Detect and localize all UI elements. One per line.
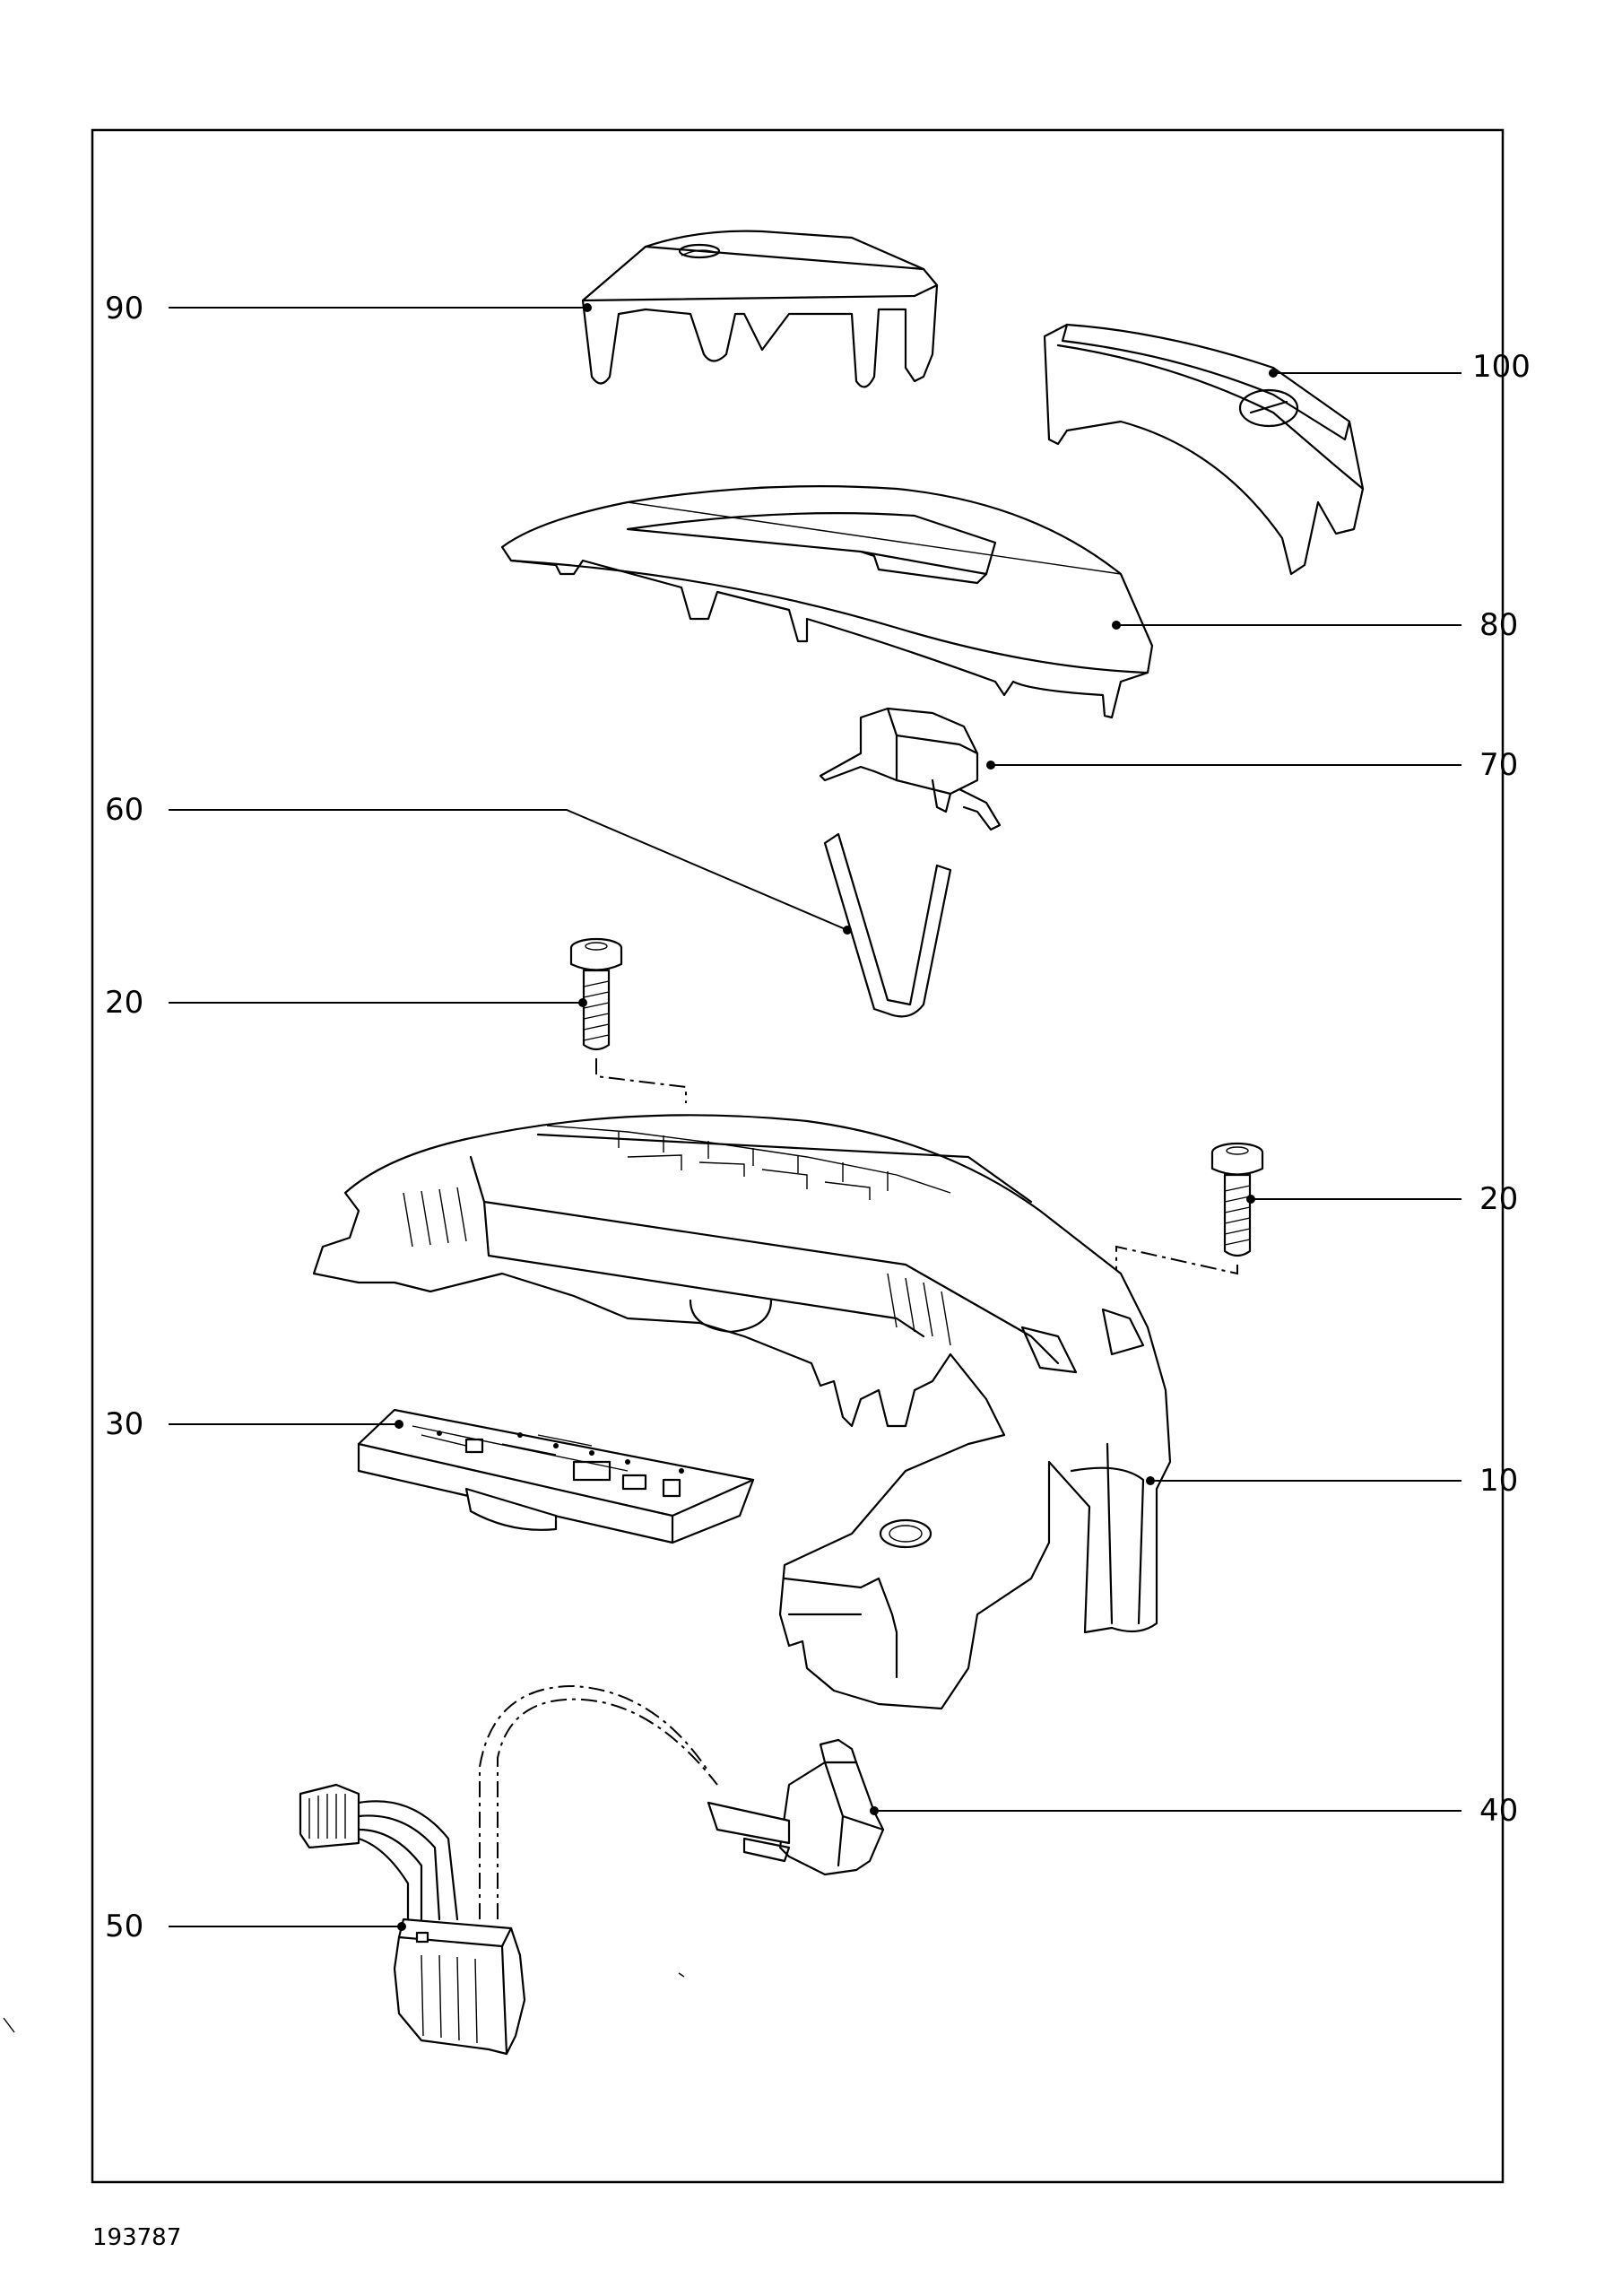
leader-lines	[169, 303, 1462, 1931]
part-30-circuit-board	[357, 1408, 755, 1544]
callout-100: 100	[1472, 349, 1531, 385]
part-60-v-spring	[823, 832, 952, 1018]
callout-80: 80	[1479, 607, 1518, 643]
part-40-switch	[707, 1738, 885, 1876]
callout-70: 70	[1479, 747, 1518, 783]
part-100-side-cover	[1043, 323, 1365, 576]
document-number: 193787	[92, 2224, 182, 2251]
axis-line-screw-lower	[1115, 1245, 1238, 1275]
stray-mark	[678, 1972, 685, 1978]
part-70-button	[819, 707, 1002, 831]
callout-20-upper: 20	[105, 985, 143, 1021]
diagram-frame	[91, 128, 1505, 2184]
part-20-screw-upper	[569, 937, 623, 1051]
callout-50: 50	[105, 1909, 143, 1944]
part-50-connector	[299, 1783, 526, 2056]
wire-path	[497, 1698, 718, 1919]
callout-20-lower: 20	[1479, 1181, 1518, 1217]
axis-line-screw-upper	[595, 1058, 687, 1103]
part-90-end-cap	[581, 230, 939, 388]
callout-90: 90	[105, 291, 143, 326]
part-80-top-bezel	[500, 485, 1154, 719]
callout-60: 60	[105, 792, 143, 828]
part-10-main-housing	[312, 1114, 1172, 1710]
callout-40: 40	[1479, 1793, 1518, 1829]
stray-mark-edge	[3, 2017, 15, 2033]
callout-30: 30	[105, 1406, 143, 1442]
part-20-screw-lower	[1210, 1142, 1264, 1257]
callout-10: 10	[1479, 1463, 1518, 1499]
wire-path-2	[479, 1684, 709, 1919]
